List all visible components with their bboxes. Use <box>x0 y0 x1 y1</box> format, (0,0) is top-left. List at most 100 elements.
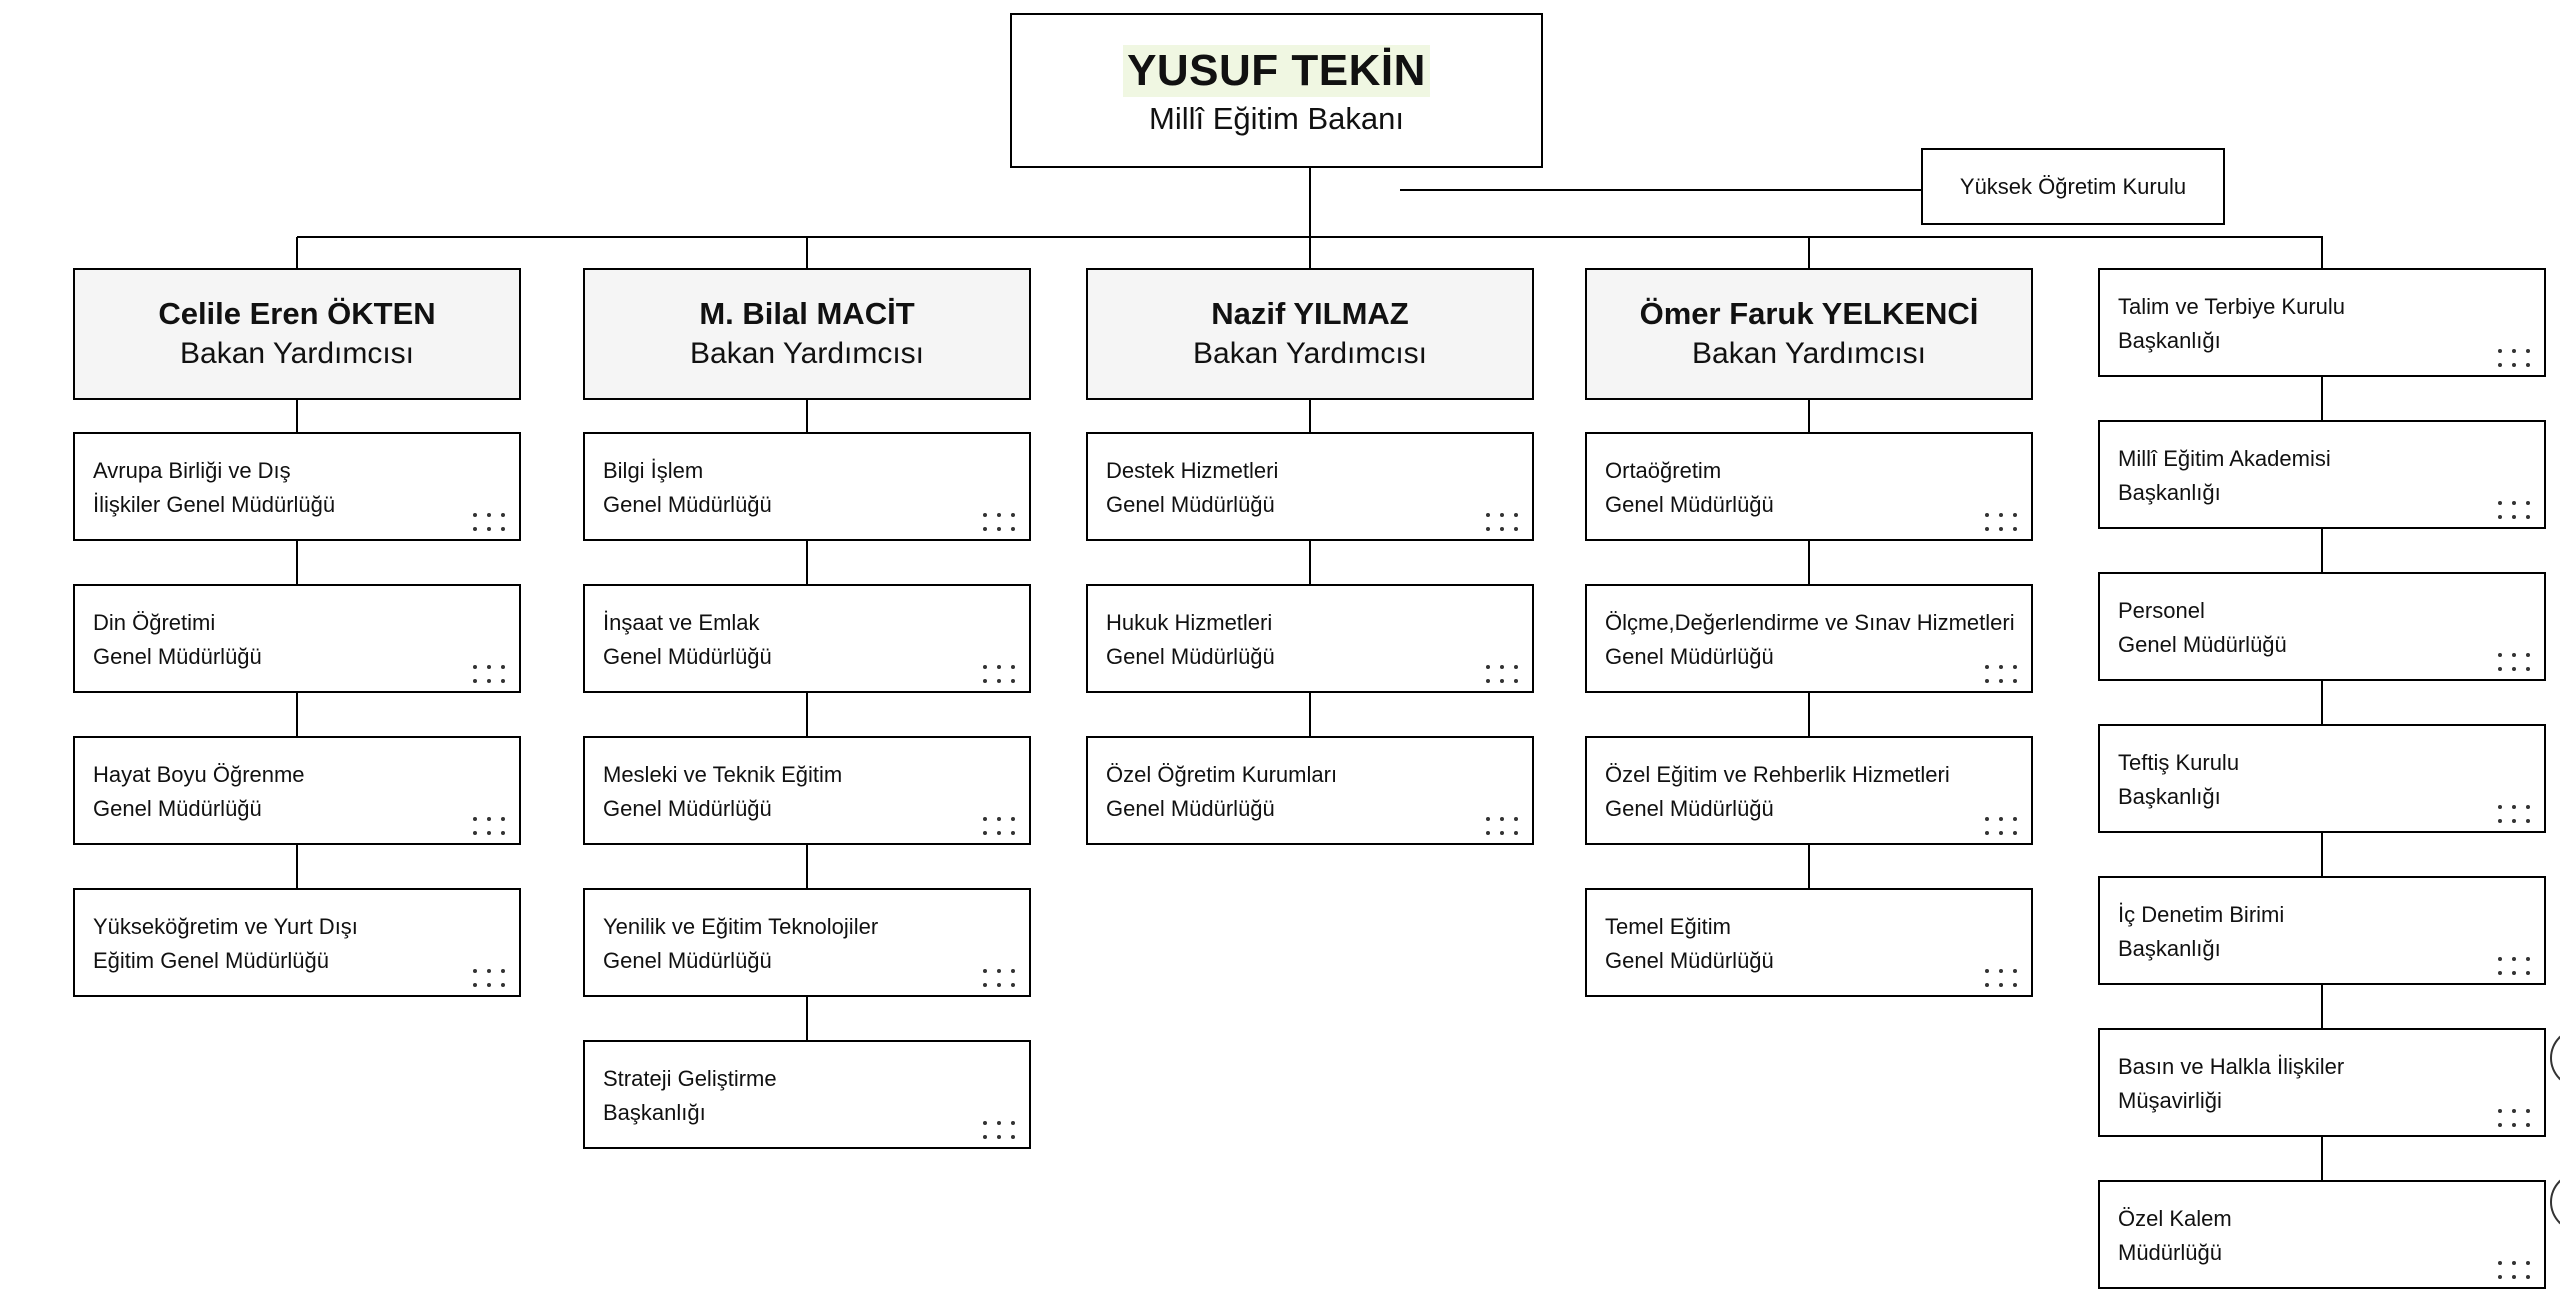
more-dots-icon[interactable] <box>1486 817 1522 837</box>
unit-name-line: Özel Kalem <box>2118 1206 2232 1231</box>
more-dots-icon[interactable] <box>1985 513 2021 533</box>
dot <box>501 513 505 517</box>
dot <box>473 679 477 683</box>
dot <box>2512 805 2516 809</box>
more-dots-icon[interactable] <box>2498 957 2534 977</box>
dot <box>1985 831 1989 835</box>
more-dots-icon[interactable] <box>2498 349 2534 369</box>
more-dots-icon[interactable] <box>2498 1109 2534 1129</box>
unit-chain-line <box>1309 400 1311 736</box>
dot <box>473 817 477 821</box>
dot <box>2512 501 2516 505</box>
more-dots-icon[interactable] <box>1985 817 2021 837</box>
more-dots-icon[interactable] <box>983 1121 1019 1141</box>
dot <box>983 1135 987 1139</box>
more-dots-icon[interactable] <box>2498 501 2534 521</box>
edge-circle-2 <box>2550 1172 2560 1232</box>
deputy-title: Bakan Yardımcısı <box>690 337 924 370</box>
more-dots-icon[interactable] <box>983 817 1019 837</box>
unit-type-line: Genel Müdürlüğü <box>1605 492 1774 517</box>
more-dots-icon[interactable] <box>983 665 1019 685</box>
more-dots-icon[interactable] <box>983 969 1019 989</box>
unit-name-line: Avrupa Birliği ve Dış <box>93 458 291 483</box>
unit-name-line: Özel Eğitim ve Rehberlik Hizmetleri <box>1605 762 1950 787</box>
deputy-name: Nazif YILMAZ <box>1211 296 1409 331</box>
more-dots-icon[interactable] <box>1985 665 2021 685</box>
dot <box>983 817 987 821</box>
deputy-title: Bakan Yardımcısı <box>1193 337 1427 370</box>
minister-name: YUSUF TEKİN <box>1123 44 1430 97</box>
unit-type-line: Genel Müdürlüğü <box>1605 796 1774 821</box>
unit-type-line: Genel Müdürlüğü <box>1106 644 1275 669</box>
minister-box[interactable]: YUSUF TEKİN Millî Eğitim Bakanı <box>1010 13 1543 168</box>
more-dots-icon[interactable] <box>473 969 509 989</box>
more-dots-icon[interactable] <box>473 513 509 533</box>
more-dots-icon[interactable] <box>473 665 509 685</box>
unit-name-line: İnşaat ve Emlak <box>603 610 760 635</box>
dot <box>2498 515 2502 519</box>
unit-type-line: Başkanlığı <box>2118 480 2221 505</box>
more-dots-icon[interactable] <box>2498 1261 2534 1281</box>
minister-title: Millî Eğitim Bakanı <box>1149 100 1404 136</box>
more-dots-icon[interactable] <box>1486 665 1522 685</box>
more-dots-icon[interactable] <box>473 817 509 837</box>
dot <box>1486 513 1490 517</box>
dot <box>487 513 491 517</box>
dot <box>1514 817 1518 821</box>
dot <box>1011 527 1015 531</box>
more-dots-icon[interactable] <box>983 513 1019 533</box>
dot <box>2013 983 2017 987</box>
dot <box>473 831 477 835</box>
deputy-box[interactable]: Nazif YILMAZ Bakan Yardımcısı <box>1086 268 1534 400</box>
deputy-title: Bakan Yardımcısı <box>1692 337 1926 370</box>
dot <box>473 983 477 987</box>
more-dots-icon[interactable] <box>2498 805 2534 825</box>
dot <box>2512 667 2516 671</box>
dot <box>1011 1121 1015 1125</box>
more-dots-icon[interactable] <box>1486 513 1522 533</box>
dot <box>2498 1275 2502 1279</box>
dot <box>1985 817 1989 821</box>
unit-type-line: Genel Müdürlüğü <box>2118 632 2287 657</box>
dot <box>2498 1261 2502 1265</box>
more-dots-icon[interactable] <box>1985 969 2021 989</box>
dot <box>997 1135 1001 1139</box>
unit-type-line: Genel Müdürlüğü <box>93 644 262 669</box>
dot <box>1500 513 1504 517</box>
dot <box>2526 957 2530 961</box>
dot <box>997 665 1001 669</box>
council-box[interactable]: Yüksek Öğretim Kurulu <box>1921 148 2225 225</box>
dot <box>501 679 505 683</box>
dot <box>1500 665 1504 669</box>
dot <box>473 969 477 973</box>
more-dots-icon[interactable] <box>2498 653 2534 673</box>
dot <box>2512 1123 2516 1127</box>
dot <box>2013 817 2017 821</box>
